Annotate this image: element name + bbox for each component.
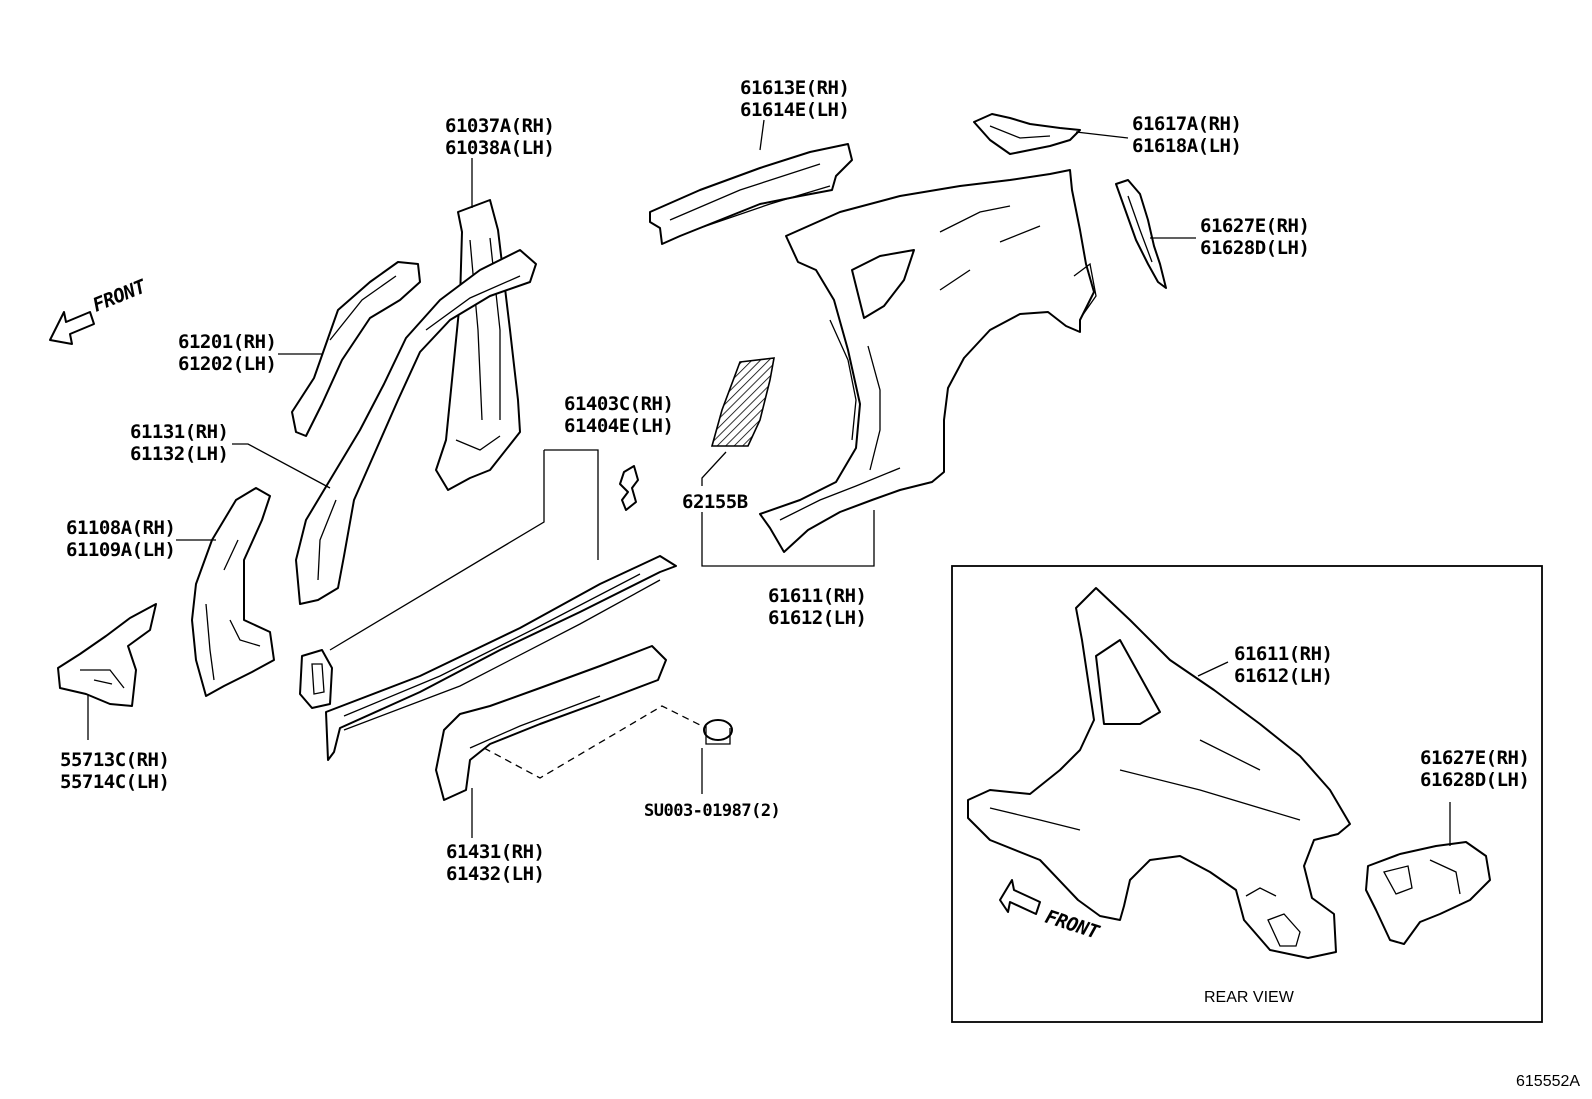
front-arrow-icon: FRONT (49, 275, 150, 345)
callout-61037a-lh: 61038A(LH) (445, 137, 554, 159)
leader-lines (87, 119, 1196, 838)
callout-61617a-lh: 61618A(LH) (1132, 135, 1241, 157)
callout-61403c-rh: 61403C(RH) (564, 393, 673, 415)
callout-61611-inset: 61611(RH) 61612(LH) (1234, 643, 1333, 687)
callout-61613e: 61613E(RH) 61614E(LH) (740, 77, 850, 121)
part-61403c-clip (619, 465, 639, 511)
callout-55713c: 55713C(RH) 55714C(LH) (60, 749, 170, 793)
callout-61108a-rh: 61108A(RH) (66, 517, 175, 539)
part-55713c-cowl-side (57, 603, 157, 707)
callout-su003-label: SU003-01987(2) (644, 801, 780, 821)
callout-61627e-inset-rh: 61627E(RH) (1420, 747, 1529, 769)
callout-62155b-label: 62155B (682, 491, 748, 513)
part-62155b-pad (710, 357, 775, 447)
part-61201-front-pillar (291, 261, 421, 437)
inset-extension-part (1365, 841, 1491, 945)
callout-61201-lh: 61202(LH) (178, 353, 276, 375)
part-su003-plug (703, 719, 733, 745)
callout-61131-lh: 61132(LH) (130, 443, 228, 465)
callout-61617a-rh: 61617A(RH) (1132, 113, 1241, 135)
callout-61613e-lh: 61614E(LH) (740, 99, 849, 121)
callout-61131: 61131(RH) 61132(LH) (130, 421, 229, 465)
callout-61201: 61201(RH) 61202(LH) (178, 331, 277, 375)
callout-61627e-lh: 61628D(LH) (1200, 237, 1309, 259)
drawing-code: 615552A (1516, 1073, 1580, 1090)
part-61108a-lower-pillar (191, 487, 275, 697)
callout-61108a: 61108A(RH) 61109A(LH) (66, 517, 176, 561)
front-direction-label: FRONT (90, 275, 150, 316)
callout-62155b: 62155B (682, 491, 748, 513)
callout-61201-rh: 61201(RH) (178, 331, 276, 353)
part-61037a-pillar (435, 199, 521, 491)
part-61131-body-side-pillar (295, 249, 537, 605)
part-61403-end-cap (299, 649, 333, 709)
callout-61611-lh: 61612(LH) (768, 607, 866, 629)
callout-61617a: 61617A(RH) 61618A(LH) (1132, 113, 1242, 157)
part-61403c-rocker-panel (325, 555, 677, 761)
callout-61431-lh: 61432(LH) (446, 863, 544, 885)
callout-61431: 61431(RH) 61432(LH) (446, 841, 545, 885)
inset-quarter-panel (967, 587, 1351, 959)
callout-61611-inset-lh: 61612(LH) (1234, 665, 1332, 687)
callout-su003: SU003-01987(2) (644, 801, 781, 821)
part-61611-quarter-panel (759, 169, 1097, 553)
callout-61403c: 61403C(RH) 61404E(LH) (564, 393, 674, 437)
callout-61627e: 61627E(RH) 61628D(LH) (1200, 215, 1310, 259)
part-61627e-extension (1115, 179, 1167, 289)
callout-61627e-rh: 61627E(RH) (1200, 215, 1309, 237)
callout-61403c-lh: 61404E(LH) (564, 415, 673, 437)
callout-55713c-lh: 55714C(LH) (60, 771, 169, 793)
callout-61037a-rh: 61037A(RH) (445, 115, 554, 137)
rear-view-inset: FRONT 61611(RH) 61612(LH) 61627E(RH) 616… (951, 565, 1543, 1023)
part-61617a-bracket (973, 113, 1081, 155)
part-61431-rocker-outer (435, 645, 715, 801)
callout-61611-inset-rh: 61611(RH) (1234, 643, 1332, 665)
part-61613e-roof-rail (649, 143, 853, 245)
callout-61611-rh: 61611(RH) (768, 585, 866, 607)
callout-61627e-inset-lh: 61628D(LH) (1420, 769, 1529, 791)
callout-61611: 61611(RH) 61612(LH) (768, 585, 867, 629)
callout-61037a: 61037A(RH) 61038A(LH) (445, 115, 555, 159)
callout-61627e-inset: 61627E(RH) 61628D(LH) (1420, 747, 1530, 791)
callout-61613e-rh: 61613E(RH) (740, 77, 849, 99)
callout-61108a-lh: 61109A(LH) (66, 539, 175, 561)
inset-caption: REAR VIEW (1204, 989, 1295, 1006)
callout-55713c-rh: 55713C(RH) (60, 749, 169, 771)
callout-61131-rh: 61131(RH) (130, 421, 228, 443)
callout-61431-rh: 61431(RH) (446, 841, 544, 863)
